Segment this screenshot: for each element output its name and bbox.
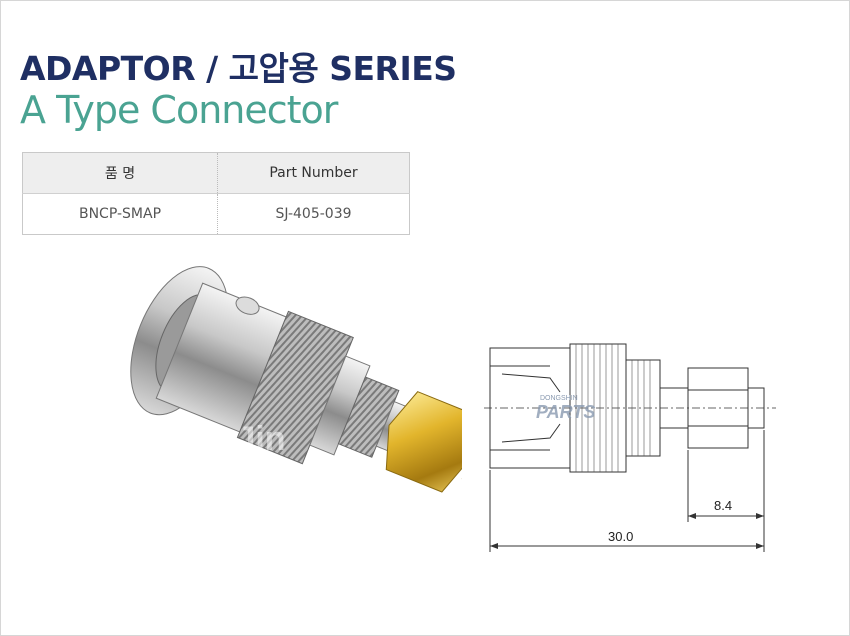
dimension-label-total: 30.0: [608, 529, 633, 544]
spec-table-header: 품 명 Part Number: [22, 152, 410, 194]
page-subtitle: A Type Connector: [20, 88, 338, 132]
dimension-arrow: [756, 513, 764, 519]
dimension-arrow: [688, 513, 696, 519]
knurl-hatch: [575, 344, 651, 472]
sma-hex-nut: [385, 391, 462, 493]
dimension-arrow: [490, 543, 498, 549]
technical-drawing: DONGSHIN PARTS 8.4 30.0: [484, 343, 776, 552]
drawing-sma-tip: [747, 387, 765, 429]
drawing-line: [501, 373, 561, 393]
drawing-logo-main: PARTS: [536, 402, 595, 422]
spec-table: 품 명 Part Number BNCP-SMAP SJ-405-039: [22, 152, 410, 235]
watermark-text: Sung Jin: [142, 420, 286, 458]
drawing-logo-top: DONGSHIN: [540, 395, 578, 402]
dimension-label-small: 8.4: [714, 498, 732, 513]
drawing-line: [501, 423, 561, 443]
table-row: BNCP-SMAP SJ-405-039: [22, 193, 410, 235]
cell-product-name: BNCP-SMAP: [22, 193, 218, 235]
col-header-part-number: Part Number: [217, 152, 410, 194]
dimension-arrow: [756, 543, 764, 549]
product-photo: Sung Jin: [130, 266, 462, 493]
bnc-bayonet-pin: [235, 296, 260, 315]
cell-part-number: SJ-405-039: [275, 206, 352, 222]
col-header-name: 품 명: [22, 152, 218, 194]
page-title: ADAPTOR / 고압용 SERIES: [20, 49, 457, 88]
